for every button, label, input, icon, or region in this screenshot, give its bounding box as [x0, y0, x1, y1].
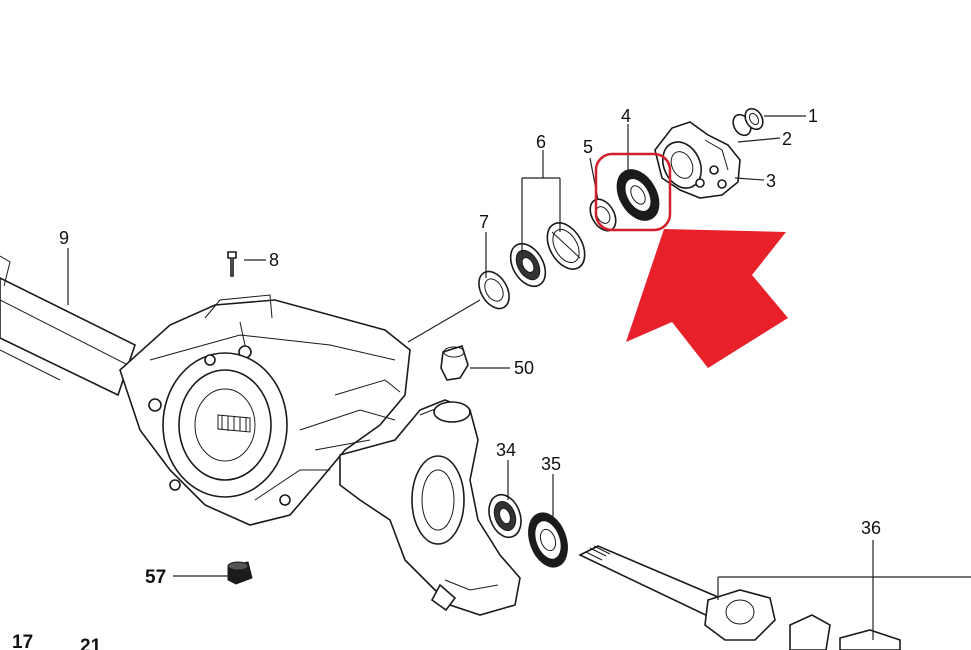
washer-part-1: [732, 107, 764, 137]
callout-1: 1: [808, 106, 818, 126]
leader-lines: [67, 115, 971, 640]
callout-3: 3: [766, 171, 776, 191]
callout-50: 50: [514, 358, 534, 378]
pinion-flange: [654, 121, 741, 199]
callout-labels: 1 2 3 4 5 6 7 8 9 50 34 35 36 57 17 21: [12, 106, 881, 650]
plug-part-50: [440, 344, 469, 381]
callout-17: 17: [12, 632, 33, 650]
callout-36: 36: [861, 518, 881, 538]
washer-part-7: [478, 270, 510, 310]
callout-4: 4: [621, 106, 631, 126]
callout-5: 5: [583, 137, 593, 157]
oil-seal-part-4: [616, 169, 660, 221]
bearing-cone-part-6: [509, 242, 547, 288]
callout-2: 2: [782, 129, 792, 149]
callout-9: 9: [59, 228, 69, 248]
differential-housing: [119, 294, 411, 526]
axle-shaft-part-36: [578, 545, 901, 650]
cap-part-57: [227, 561, 253, 585]
bearing-cup-part-6: [546, 222, 586, 270]
callout-35: 35: [541, 454, 561, 474]
callout-7: 7: [479, 212, 489, 232]
callout-57: 57: [145, 567, 166, 588]
axle-tube: [0, 255, 136, 397]
callout-8: 8: [269, 250, 279, 270]
callout-6: 6: [536, 132, 546, 152]
callout-21: 21: [80, 636, 102, 650]
highlight-ring: [594, 152, 672, 232]
highlight-arrow: [626, 229, 788, 368]
steering-knuckle: [339, 399, 521, 616]
callout-34: 34: [496, 440, 516, 460]
bolt-part-8: [227, 251, 237, 277]
seal-part-35: [528, 512, 568, 568]
bearing-part-34: [488, 493, 522, 539]
